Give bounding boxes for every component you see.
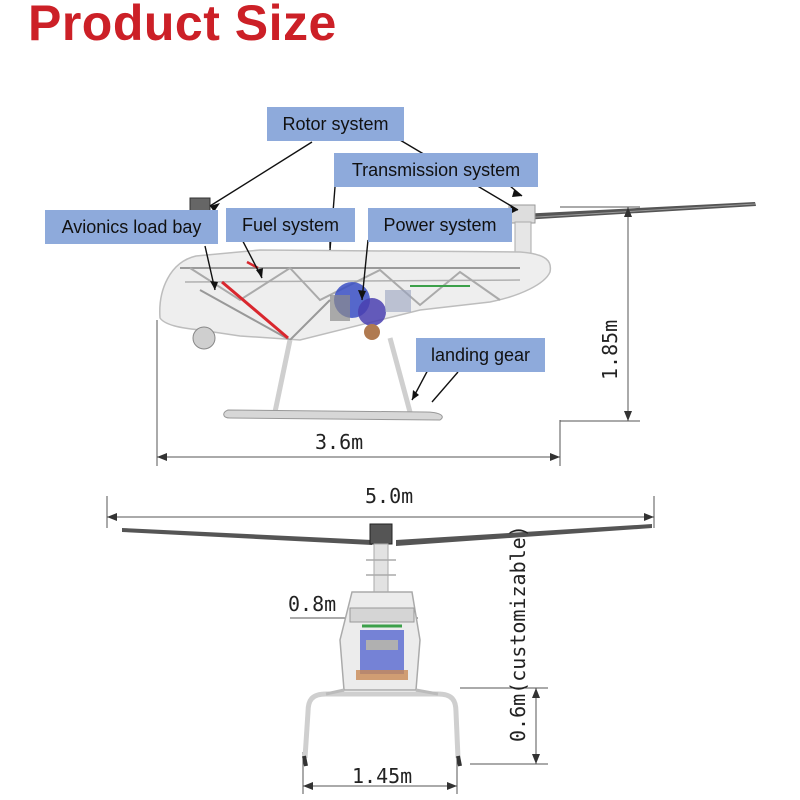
- front-rotor-blade-right: [396, 524, 652, 546]
- page-title: Product Size: [28, 0, 337, 51]
- dimension-skid-width: 1.45m: [352, 764, 413, 788]
- dimension-height: 1.85m: [598, 319, 622, 380]
- camera-pod: [192, 326, 216, 350]
- engine: [330, 282, 411, 340]
- label-rotor-system: Rotor system: [267, 107, 404, 141]
- red-frame-member: [221, 280, 289, 340]
- label-avionics-load-bay: Avionics load bay: [45, 210, 218, 244]
- label-fuel-system: Fuel system: [226, 208, 355, 242]
- landing-skid: [223, 409, 443, 421]
- front-view: [122, 523, 652, 767]
- front-rotor-blade-left: [122, 528, 372, 545]
- dimension-ground-clearance: 0.6m(customizable): [506, 525, 530, 742]
- front-landing-gear: [302, 691, 461, 759]
- dimension-body-width: 0.8m: [288, 592, 337, 616]
- label-landing-gear: landing gear: [416, 338, 545, 372]
- label-power-system: Power system: [368, 208, 512, 242]
- dimension-rotor-span: 5.0m: [365, 484, 414, 508]
- dimension-arrows: [107, 207, 654, 790]
- dimension-length: 3.6m: [315, 430, 364, 454]
- label-transmission-system: Transmission system: [334, 153, 538, 187]
- arrowheads: [210, 190, 522, 400]
